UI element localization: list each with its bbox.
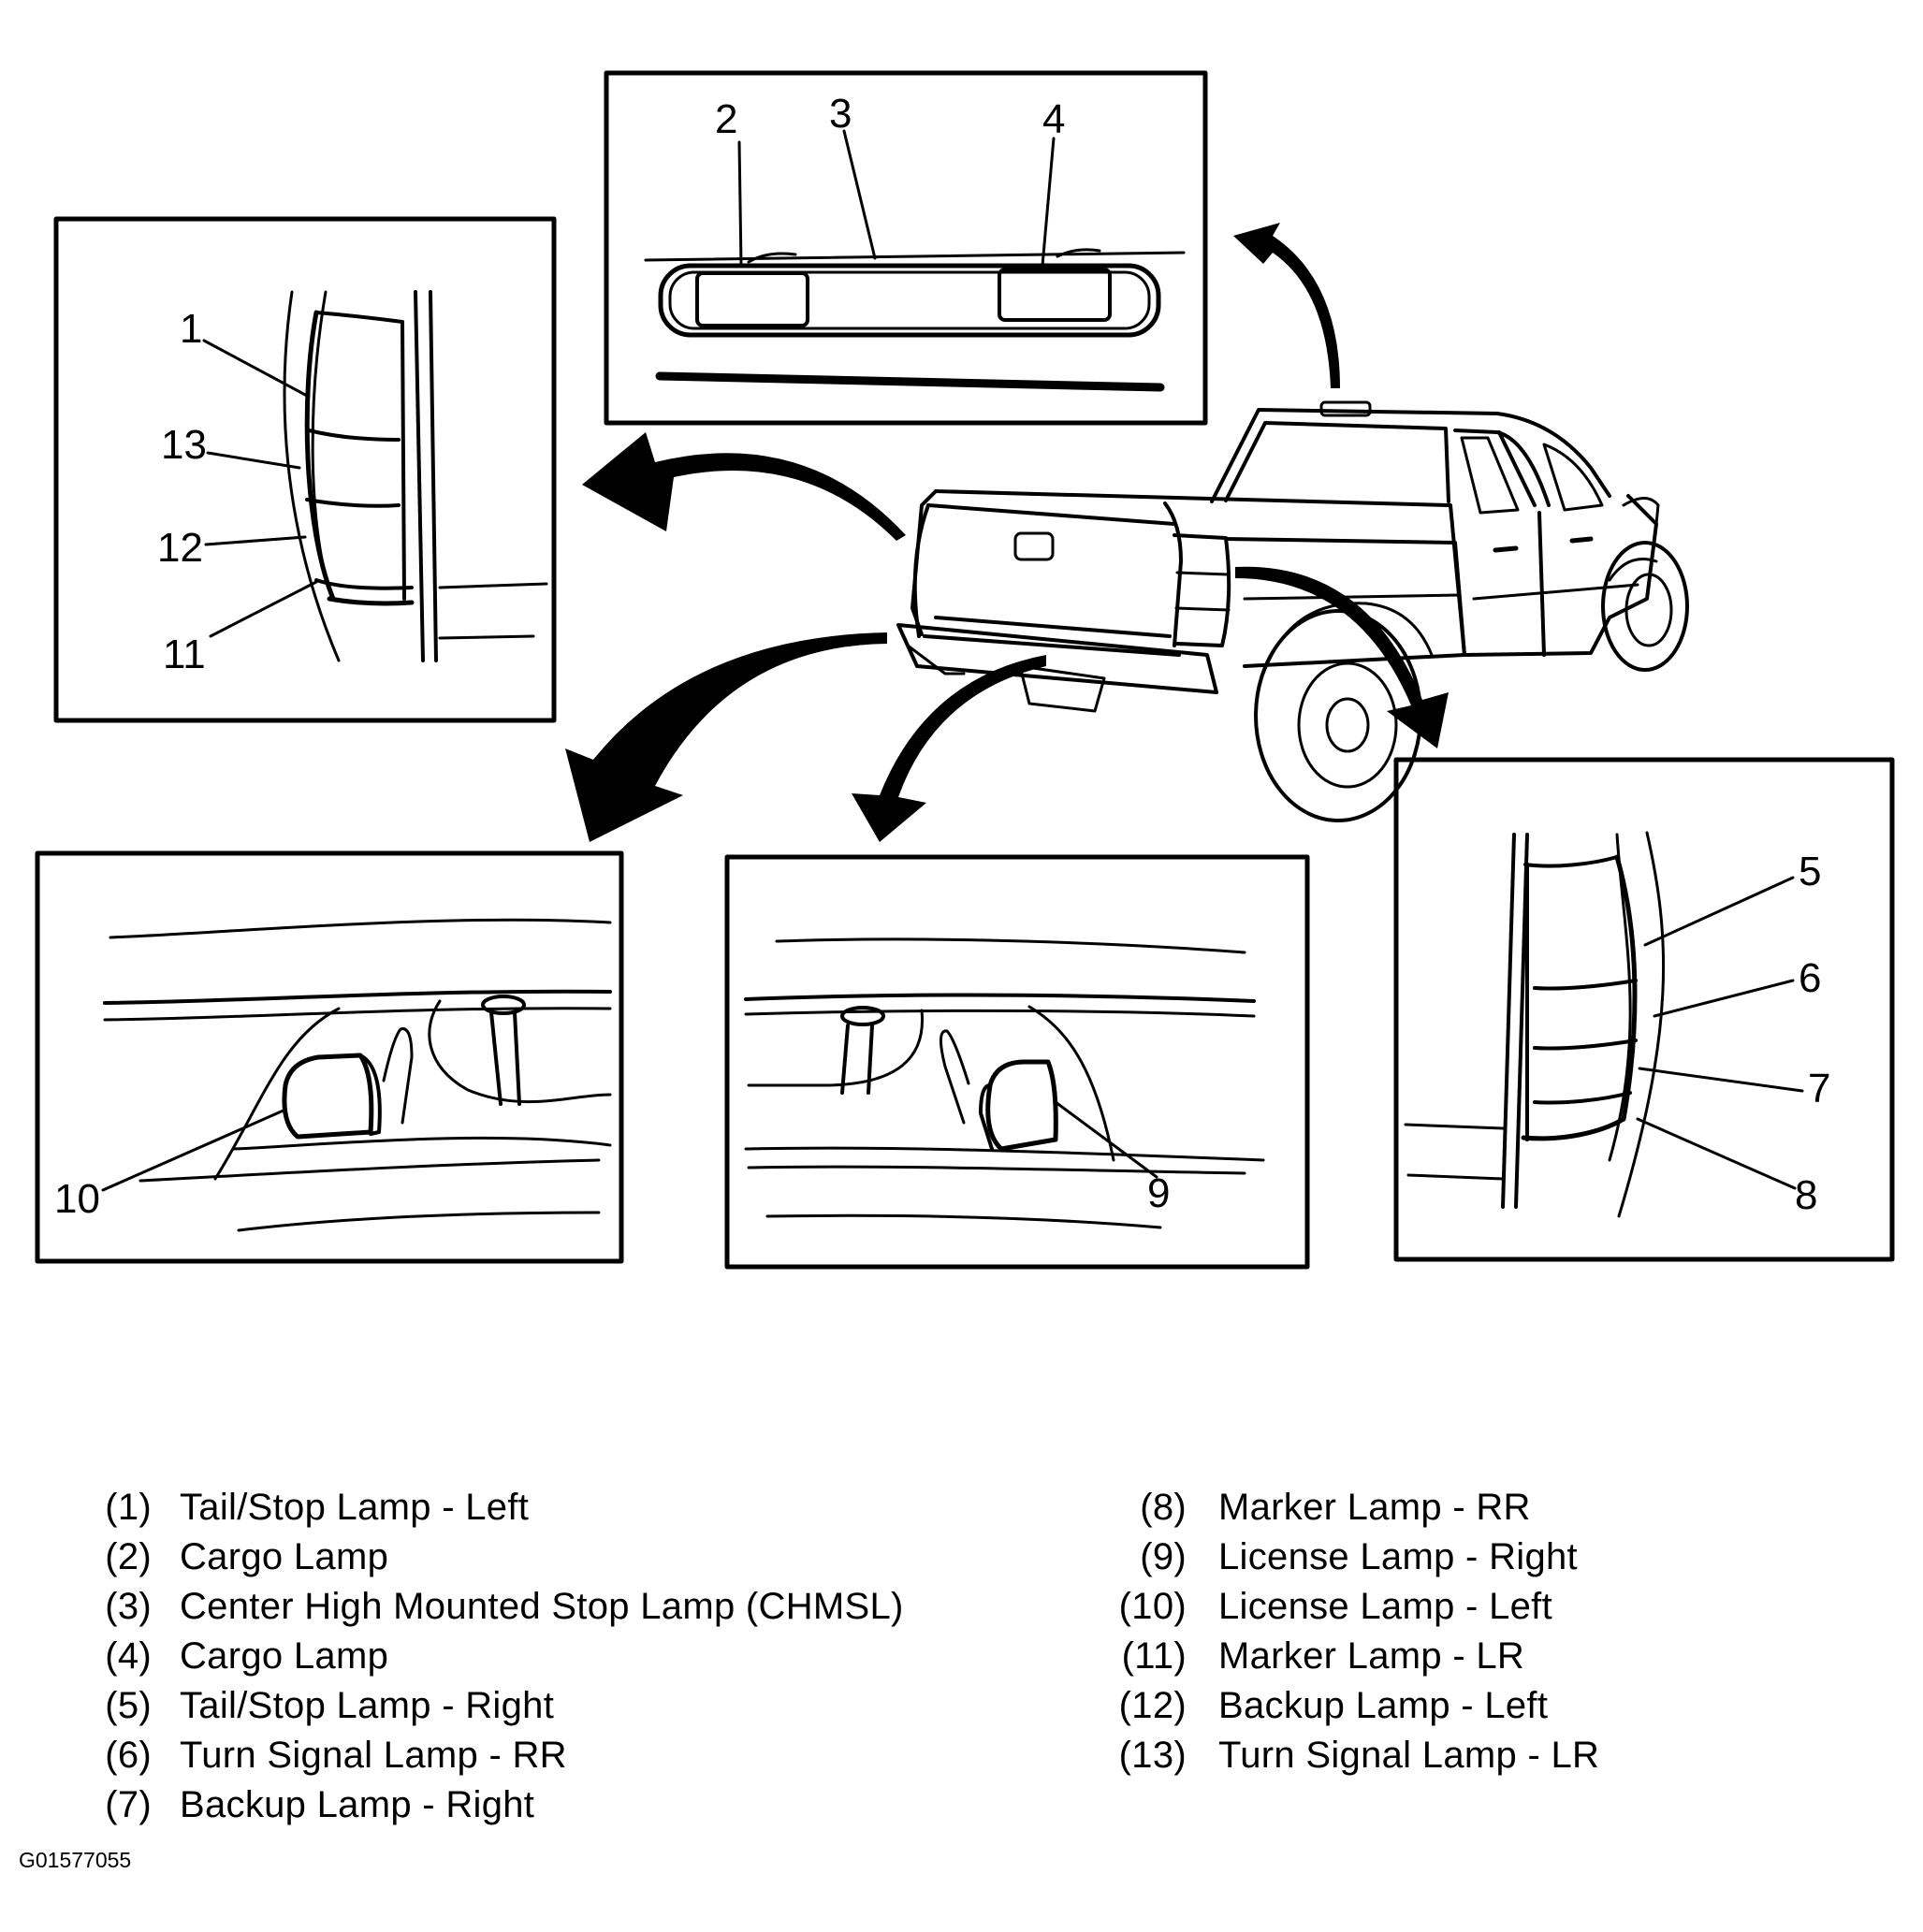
legend-number: (1) — [105, 1487, 152, 1528]
callout-10: 10 — [54, 1176, 100, 1222]
legend-item: (10) License Lamp - Left — [1085, 1582, 1599, 1632]
legend-item: (9) License Lamp - Right — [1085, 1533, 1599, 1582]
legend-number: (13) — [1118, 1735, 1187, 1776]
legend-item: (5) Tail/Stop Lamp - Right — [77, 1681, 904, 1731]
legend-label: Backup Lamp - Right — [180, 1784, 535, 1825]
callout-4: 4 — [1042, 96, 1065, 142]
legend-right-column: (8) Marker Lamp - RR (9) License Lamp - Ri… — [1085, 1483, 1599, 1780]
legend-label: Cargo Lamp — [180, 1635, 389, 1677]
legend-item: (6) Turn Signal Lamp - RR — [77, 1731, 904, 1780]
callout-11: 11 — [163, 632, 206, 677]
legend-item: (4) Cargo Lamp — [77, 1632, 904, 1681]
callout-6: 6 — [1799, 955, 1821, 1001]
legend-label: Tail/Stop Lamp - Left — [180, 1487, 530, 1528]
arrow-to-right-license-panel — [852, 655, 1046, 842]
arrow-to-left-tail-lamp-panel — [582, 432, 906, 541]
legend-number: (5) — [105, 1685, 152, 1726]
legend-label: Center High Mounted Stop Lamp (CHMSL) — [180, 1586, 904, 1627]
legend-item: (1) Tail/Stop Lamp - Left — [77, 1483, 904, 1533]
legend-label: License Lamp - Right — [1218, 1536, 1578, 1577]
left-license-lamp-detail-panel — [35, 850, 624, 1264]
pointer-arrows — [565, 223, 1449, 842]
legend-label: License Lamp - Left — [1218, 1586, 1553, 1627]
legend-label: Marker Lamp - RR — [1218, 1487, 1531, 1528]
legend-number: (8) — [1140, 1487, 1187, 1528]
legend-item: (13) Turn Signal Lamp - LR — [1085, 1731, 1599, 1780]
right-tail-lamp-detail-panel — [1393, 757, 1895, 1262]
callout-labels: 1 2 3 4 5 6 7 8 9 10 11 12 13 — [54, 91, 1830, 1222]
legend-label: Cargo Lamp — [180, 1536, 389, 1577]
legend-number: (2) — [105, 1536, 152, 1577]
legend-item: (7) Backup Lamp - Right — [77, 1780, 904, 1830]
callout-12: 12 — [157, 525, 203, 571]
arrow-to-chmsl-panel — [1233, 223, 1340, 388]
legend-label: Backup Lamp - Left — [1218, 1685, 1549, 1726]
callout-3: 3 — [829, 91, 852, 137]
legend-item: (12) Backup Lamp - Left — [1085, 1681, 1599, 1731]
legend-number: (9) — [1140, 1536, 1187, 1577]
legend-number: (7) — [105, 1784, 152, 1825]
lamp-location-diagram: 1 2 3 4 5 6 7 8 9 10 11 12 13 — [35, 70, 1895, 1270]
callout-5: 5 — [1799, 849, 1821, 894]
figure-id: G01577055 — [19, 1848, 132, 1872]
callout-13: 13 — [161, 422, 207, 468]
arrow-to-right-tail-lamp-panel — [1235, 566, 1449, 748]
legend-item: (11) Marker Lamp - LR — [1085, 1632, 1599, 1681]
legend-number: (10) — [1118, 1586, 1187, 1627]
legend-number: (3) — [105, 1586, 152, 1627]
legend-number: (12) — [1118, 1685, 1187, 1726]
callout-9: 9 — [1147, 1170, 1170, 1216]
legend-item: (2) Cargo Lamp — [77, 1533, 904, 1582]
chmsl-detail-panel — [604, 70, 1208, 426]
legend-label: Turn Signal Lamp - RR — [180, 1735, 567, 1776]
arrow-to-left-license-panel — [565, 632, 887, 842]
right-license-lamp-detail-panel — [724, 854, 1310, 1270]
legend-label: Tail/Stop Lamp - Right — [180, 1685, 555, 1726]
callout-1: 1 — [180, 306, 202, 352]
legend-label: Turn Signal Lamp - LR — [1218, 1735, 1600, 1776]
legend-left-column: (1) Tail/Stop Lamp - Left (2) Cargo Lamp (… — [77, 1483, 904, 1830]
legend-number: (6) — [105, 1735, 152, 1776]
legend-number: (4) — [105, 1635, 152, 1677]
legend-item: (3) Center High Mounted Stop Lamp (CHMSL) — [77, 1582, 904, 1632]
left-tail-lamp-detail-panel — [53, 216, 557, 723]
pickup-truck-illustration — [896, 400, 1689, 822]
callout-8: 8 — [1795, 1172, 1817, 1218]
callout-7: 7 — [1808, 1066, 1830, 1111]
legend-item: (8) Marker Lamp - RR — [1085, 1483, 1599, 1533]
callout-2: 2 — [715, 96, 737, 142]
legend-label: Marker Lamp - LR — [1218, 1635, 1525, 1677]
legend-number: (11) — [1121, 1635, 1187, 1677]
